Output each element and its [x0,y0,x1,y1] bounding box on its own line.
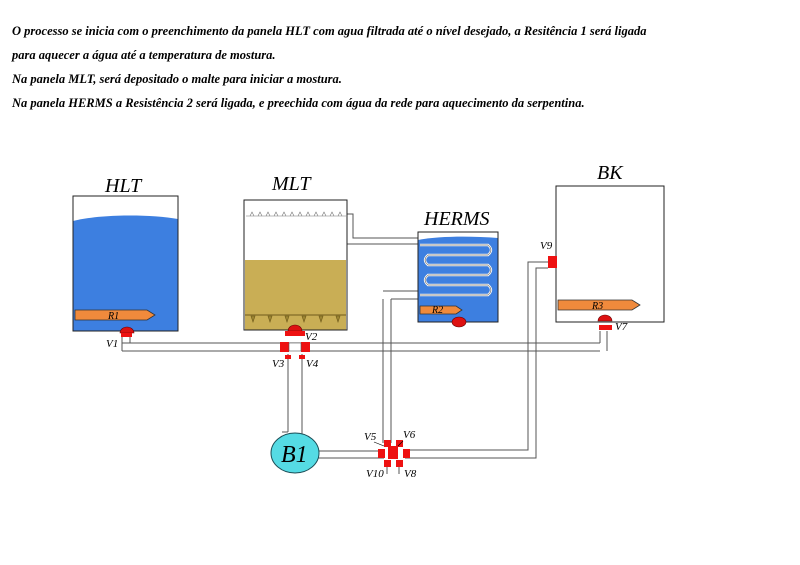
label-v10: V10 [366,468,384,480]
hlt-water [73,215,178,331]
label-v4: V4 [306,358,319,370]
label-v7: V7 [615,321,628,333]
pump-label: B1 [281,442,308,468]
herms-water [418,236,498,322]
label-v6: V6 [403,429,416,441]
heater-r3: R3 [557,299,641,312]
bk-title: BK [597,162,624,184]
r2-label: R2 [431,305,443,316]
label-v3: V3 [272,358,285,370]
label-v5: V5 [364,431,377,443]
label-v1: V1 [106,338,118,350]
herms-tank: HERMS R2 [417,208,499,328]
heater-r2: R2 [419,305,463,316]
pipe-manifold-to-bk [405,261,548,459]
mlt-tank: MLT [243,173,348,331]
sensor-bk [597,314,613,322]
valve-cross-mlt [280,331,310,359]
valve-pointers [373,440,404,447]
sensor-hlt [119,326,135,334]
intro-line-3: Na panela MLT, será depositado o malte p… [12,72,342,86]
pipe-herms-coil-out [383,290,420,300]
valve-labels: V1 V2 V3 V4 V5 V6 V7 V8 V9 V10 [106,240,628,480]
mlt-filter [250,315,341,323]
valve-v7 [599,325,612,330]
r1-label: R1 [107,311,119,322]
pipe-pump-to-manifold [318,450,384,459]
label-v9: V9 [540,240,553,252]
hlt-tank: HLT R1 [72,175,179,332]
intro-line-4: Na panela HERMS a Resistência 2 será lig… [12,96,585,110]
sensor-mlt [287,324,303,332]
pipe-mlt-to-pump [287,354,303,437]
pipe-main-header [122,342,600,352]
heater-r1: R1 [74,309,156,322]
mlt-title: MLT [271,173,312,195]
bk-tank: BK R3 [555,162,665,323]
pipe-bk-outlet [599,331,608,351]
hlt-title: HLT [104,175,143,197]
mlt-malt [245,260,346,330]
valve-manifold [378,440,410,467]
pump-b1: B1 [270,432,320,474]
valve-v9 [548,256,557,268]
r3-label: R3 [591,301,603,312]
intro-text: O processo se inicia com o preenchimento… [12,21,792,117]
valve-v1 [121,333,132,337]
valves [121,256,612,467]
intro-line-1: O processo se inicia com o preenchimento… [12,24,647,38]
label-v2: V2 [305,331,318,343]
intro-line-2: para aquecer a água até a temperatura de… [12,48,276,62]
label-v8: V8 [404,468,417,480]
herms-title: HERMS [423,208,490,230]
pipe-herms-to-manifold [382,299,392,443]
temperature-sensors [119,314,613,334]
mlt-sparge-arm [246,211,346,217]
herms-sensor [451,316,467,328]
